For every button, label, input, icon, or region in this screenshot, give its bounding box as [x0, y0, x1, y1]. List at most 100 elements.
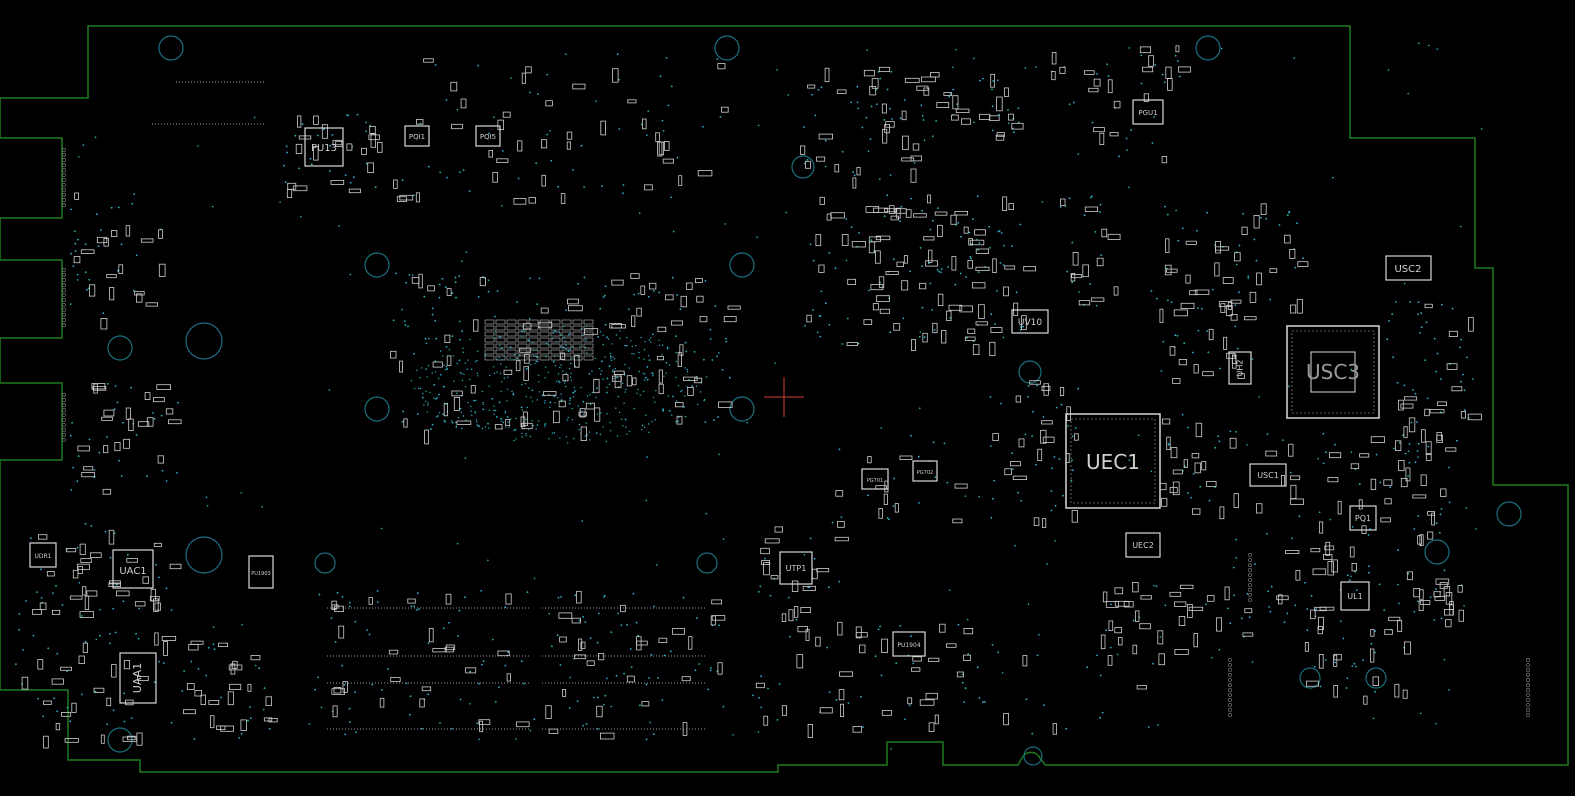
via	[1374, 630, 1377, 632]
via	[99, 608, 101, 611]
via	[918, 502, 920, 504]
bga-via	[644, 341, 646, 343]
via	[1019, 326, 1022, 328]
passive-pad	[611, 324, 626, 329]
via	[438, 296, 441, 299]
via	[464, 457, 467, 460]
via	[812, 259, 815, 262]
via	[895, 662, 898, 665]
passive-pad	[1003, 713, 1009, 726]
via	[713, 419, 715, 421]
passive-pad	[1403, 426, 1408, 438]
passive-pad	[873, 207, 888, 214]
ic-pu1904[interactable]: PU1904	[892, 631, 926, 657]
via	[933, 329, 936, 331]
ic-uh2[interactable]: UH2	[1228, 351, 1252, 385]
ic-pgu1[interactable]: PGU1	[1132, 99, 1164, 125]
via	[868, 289, 870, 292]
ic-uaa1[interactable]: UAA1	[119, 652, 157, 704]
bga-via	[513, 429, 515, 432]
passive-pad	[218, 642, 229, 647]
passive-pad	[939, 623, 946, 633]
via	[569, 397, 572, 400]
bga-via	[456, 392, 458, 394]
via	[411, 274, 414, 277]
ic-usc3[interactable]: USC3	[1286, 325, 1380, 419]
passive-pad	[64, 738, 79, 743]
passive-pad	[1256, 272, 1262, 286]
via	[1024, 433, 1027, 436]
passive-pad	[943, 92, 953, 96]
via	[451, 292, 454, 294]
bga-pad	[506, 325, 517, 331]
bga-via	[568, 334, 570, 336]
via	[820, 290, 823, 293]
ic-pqi5[interactable]: PQI5	[475, 125, 501, 147]
ic-uec2[interactable]: UEC2	[1125, 532, 1161, 558]
bga-via	[560, 346, 562, 348]
ic-uac1[interactable]: UAC1	[112, 549, 154, 589]
passive-pad	[578, 638, 583, 651]
ic-udr1[interactable]: UDR1	[29, 542, 57, 568]
via	[1436, 352, 1439, 355]
connector-pin	[62, 178, 66, 182]
bga-pad	[506, 349, 517, 355]
via	[424, 337, 427, 340]
ic-pg702[interactable]: PG702	[912, 460, 938, 482]
bga-pad	[583, 355, 594, 361]
via	[569, 676, 572, 679]
via	[661, 699, 664, 701]
via	[1417, 313, 1419, 316]
ic-uec1[interactable]: UEC1	[1065, 413, 1161, 509]
via	[441, 277, 444, 280]
via	[499, 335, 501, 338]
connector-pin	[1248, 573, 1252, 577]
connector-pin	[62, 173, 66, 177]
ic-pqi5-label: PQI5	[480, 133, 496, 141]
passive-pad	[523, 323, 532, 330]
via	[616, 53, 619, 56]
via	[120, 243, 123, 246]
ic-usc2[interactable]: USC2	[1385, 255, 1432, 281]
via	[1475, 528, 1477, 530]
via	[158, 576, 160, 579]
connector-pin	[62, 293, 66, 297]
via	[494, 315, 496, 318]
via	[491, 397, 494, 400]
ic-pqi1[interactable]: PQI1	[404, 125, 430, 147]
ic-ul1[interactable]: UL1	[1340, 581, 1370, 611]
bga-via	[523, 330, 525, 333]
ic-utp1[interactable]: UTP1	[779, 551, 813, 585]
passive-pad	[186, 683, 195, 690]
via	[1251, 661, 1254, 663]
passive-pad	[399, 360, 403, 373]
bga-via	[474, 361, 477, 363]
via	[110, 206, 113, 209]
passive-pad	[321, 124, 328, 139]
passive-pad	[1417, 535, 1422, 545]
passive-pad	[123, 660, 131, 670]
via	[921, 306, 924, 309]
passive-pad	[928, 249, 933, 263]
ic-uv10[interactable]: UV10	[1011, 309, 1049, 334]
via	[84, 522, 87, 525]
ic-pq1[interactable]: PQ1	[1349, 505, 1377, 531]
via	[509, 346, 512, 348]
passive-pad	[142, 576, 149, 584]
ic-pg701[interactable]: PG701	[861, 468, 889, 490]
via	[940, 271, 942, 274]
via	[892, 505, 895, 508]
passive-pad	[574, 654, 587, 660]
ic-pu13[interactable]: PU13	[304, 127, 344, 167]
connector-pin	[1526, 683, 1530, 687]
via	[113, 408, 116, 410]
passive-pad	[1457, 585, 1463, 593]
passive-pad	[334, 605, 344, 612]
ic-pu1903[interactable]: PU1903	[248, 555, 274, 589]
bga-via	[494, 337, 496, 339]
via	[496, 290, 499, 292]
bga-via	[525, 434, 527, 437]
passive-pad	[1172, 481, 1180, 496]
ic-usc1[interactable]: USC1	[1249, 463, 1287, 487]
bga-via	[625, 426, 627, 428]
